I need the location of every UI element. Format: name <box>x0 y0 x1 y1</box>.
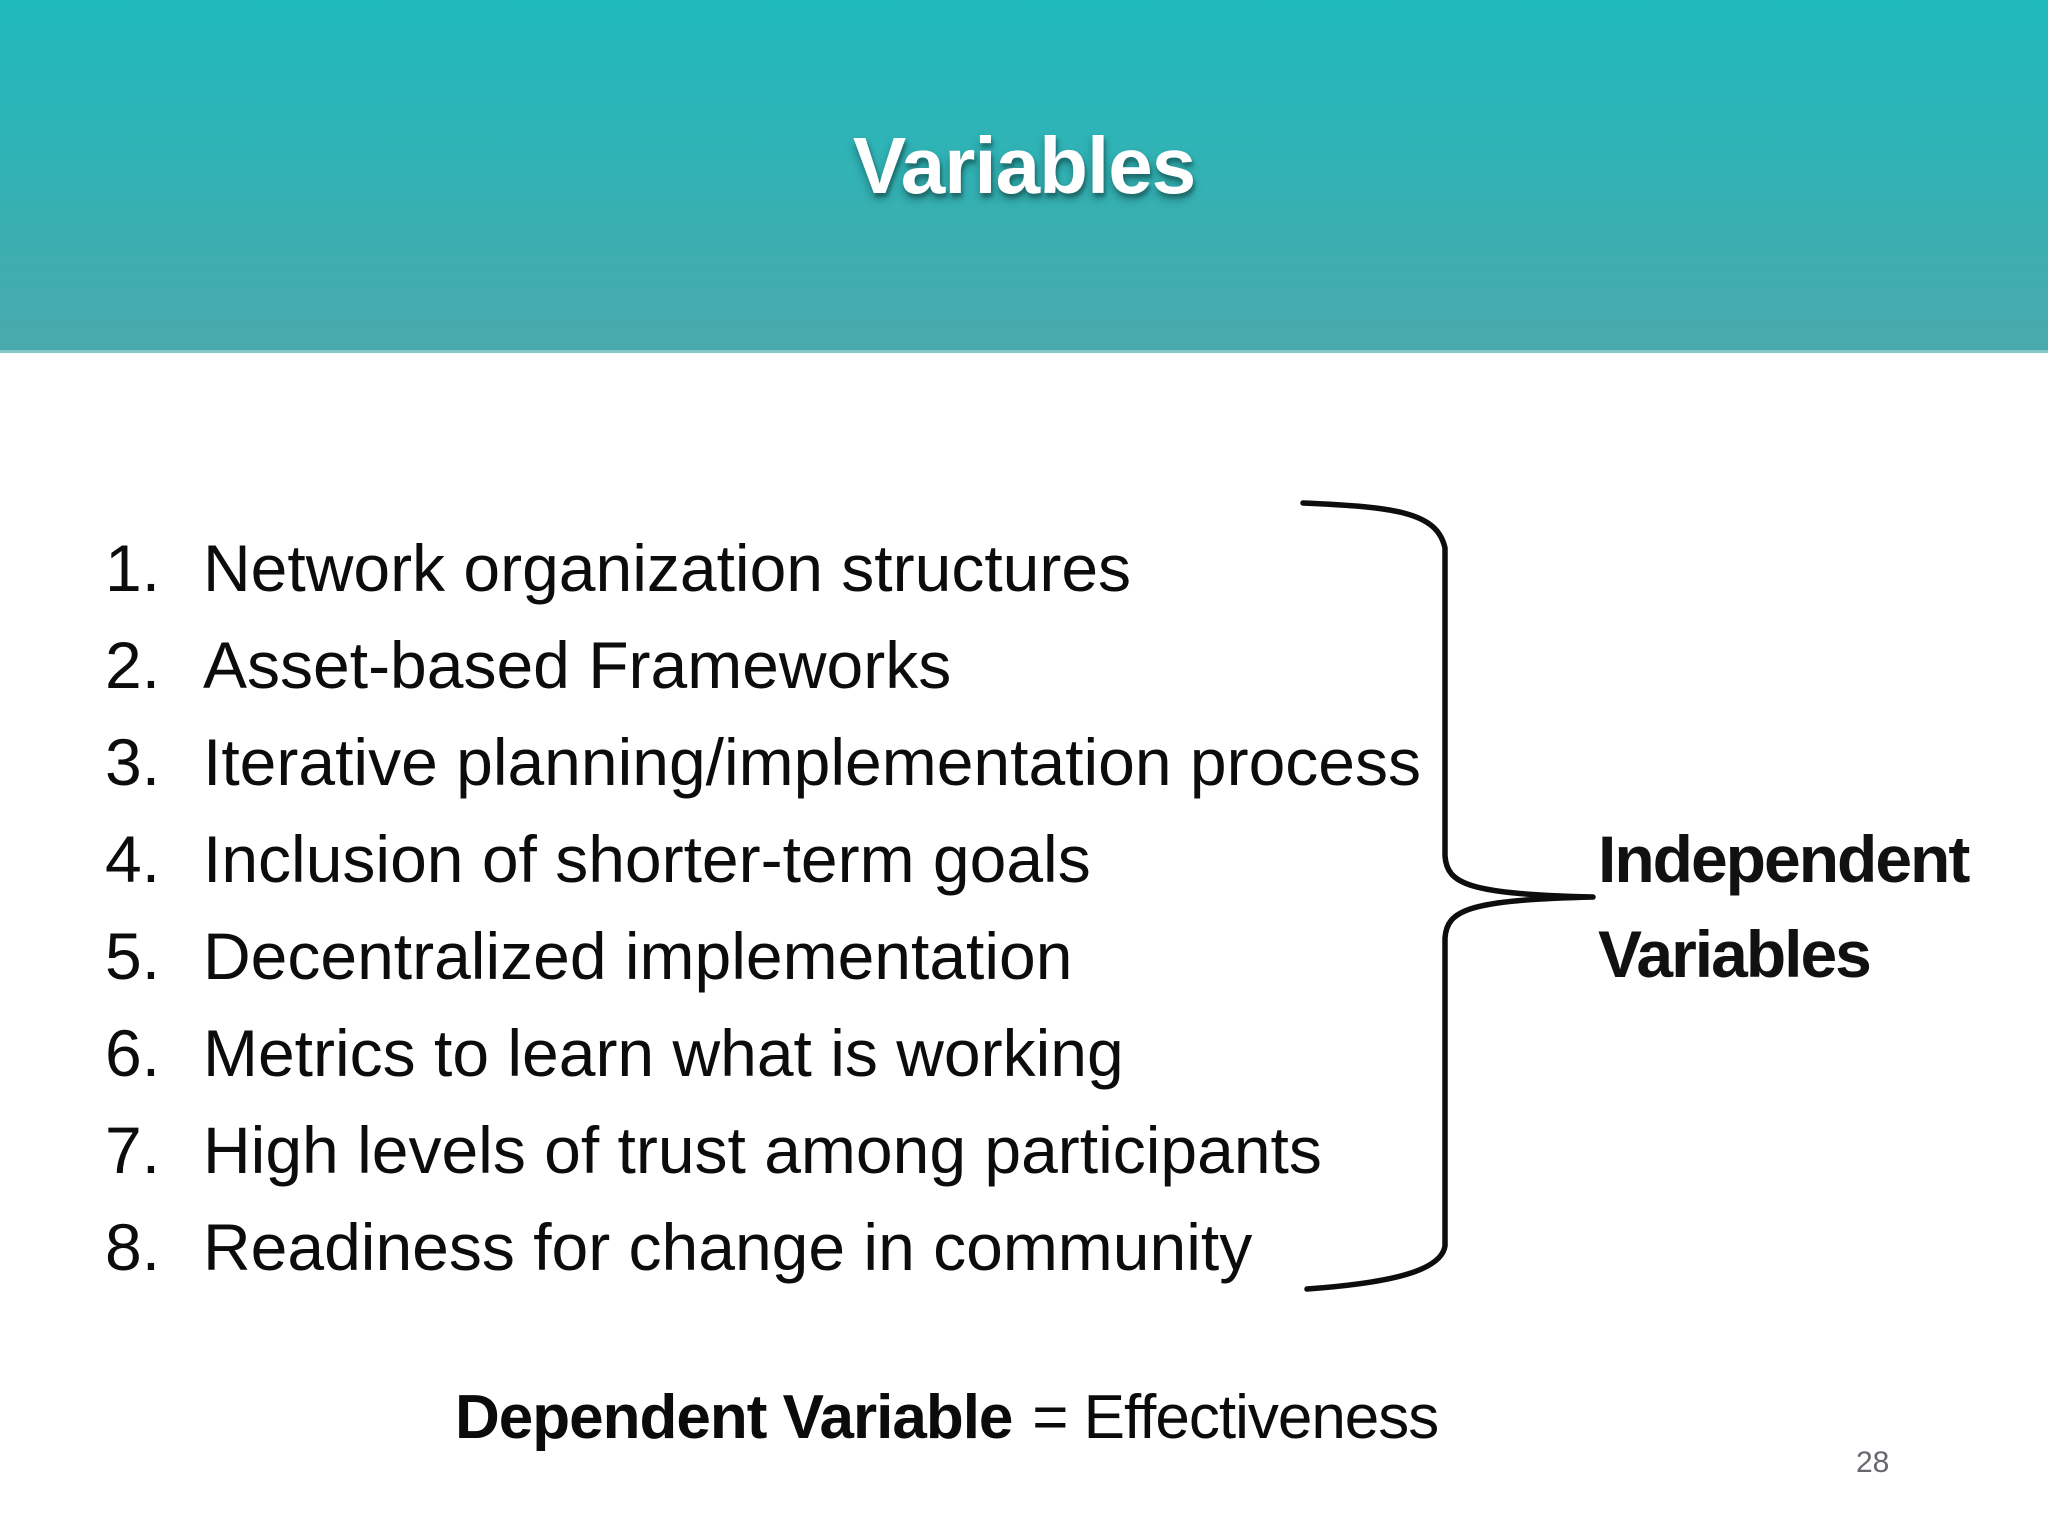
item-text: Readiness for change in community <box>203 1210 1253 1284</box>
item-number: 5. <box>105 919 161 993</box>
item-text: Inclusion of shorter-term goals <box>203 822 1091 896</box>
list-item: 6. Metrics to learn what is working <box>105 1005 1605 1102</box>
label-line-2: Variables <box>1598 917 1872 991</box>
footer-regular-text: = Effectiveness <box>1032 1383 1439 1452</box>
item-text: Iterative planning/implementation proces… <box>203 725 1422 799</box>
dependent-variable-footer: Dependent Variable = Effectiveness <box>455 1383 1439 1452</box>
item-text: Metrics to learn what is working <box>203 1016 1124 1090</box>
variables-list: 1. Network organization structures 2. As… <box>105 520 1605 1296</box>
independent-variables-label: Independent Variables <box>1598 812 1970 1002</box>
slide-title: Variables <box>852 121 1196 210</box>
list-item: 5. Decentralized implementation <box>105 908 1605 1005</box>
list-item: 2. Asset-based Frameworks <box>105 617 1605 714</box>
list-item: 4. Inclusion of shorter-term goals <box>105 811 1605 908</box>
item-text: Network organization structures <box>203 531 1132 605</box>
item-number: 7. <box>105 1113 161 1187</box>
page-number: 28 <box>1856 1446 1890 1479</box>
item-text: High levels of trust among participants <box>203 1113 1322 1187</box>
list-item: 8. Readiness for change in community <box>105 1199 1605 1296</box>
list-item: 7. High levels of trust among participan… <box>105 1102 1605 1199</box>
item-number: 1. <box>105 531 161 605</box>
list-item: 1. Network organization structures <box>105 520 1605 617</box>
list-item: 3. Iterative planning/implementation pro… <box>105 714 1605 811</box>
footer-bold-text: Dependent Variable <box>455 1383 1013 1452</box>
item-number: 3. <box>105 725 161 799</box>
header-band: Variables <box>0 0 2048 353</box>
item-text: Decentralized implementation <box>203 919 1073 993</box>
label-line-1: Independent <box>1598 822 1970 896</box>
item-number: 4. <box>105 822 161 896</box>
item-text: Asset-based Frameworks <box>203 628 952 702</box>
item-number: 2. <box>105 628 161 702</box>
item-number: 8. <box>105 1210 161 1284</box>
item-number: 6. <box>105 1016 161 1090</box>
